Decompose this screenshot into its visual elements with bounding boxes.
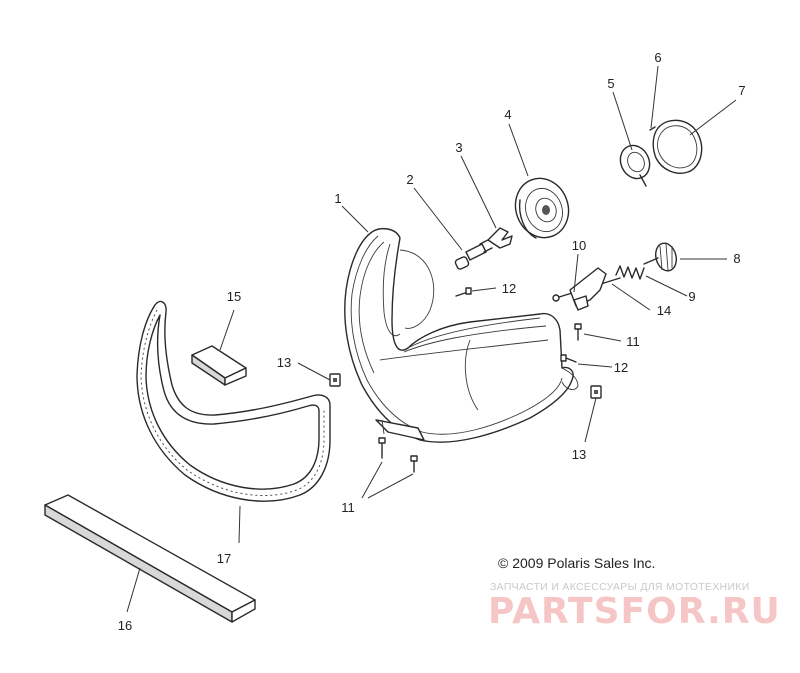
callout-6: 6 — [654, 50, 661, 65]
callout-13-left: 13 — [277, 355, 291, 370]
callout-8: 8 — [733, 251, 740, 266]
part-12-screw-lower — [560, 354, 577, 363]
callout-1: 1 — [334, 191, 341, 206]
callout-labels: 1 2 3 4 5 6 7 8 9 10 11 11 12 12 13 13 1… — [118, 50, 746, 633]
watermark-subtitle: ЗАПЧАСТИ И АКСЕССУАРЫ ДЛЯ МОТОТЕХНИКИ — [490, 581, 750, 593]
part-1-headlight-housing — [344, 227, 579, 443]
part-16-foam-strip — [44, 494, 256, 623]
callout-17: 17 — [217, 551, 231, 566]
part-4-dust-cap — [514, 177, 570, 239]
part-10-bracket — [569, 267, 607, 311]
callout-13-right: 13 — [572, 447, 586, 462]
callout-10: 10 — [572, 238, 586, 253]
callout-5: 5 — [607, 76, 614, 91]
callout-4: 4 — [504, 107, 511, 122]
part-7-gasket-ring — [652, 119, 703, 174]
callout-14: 14 — [657, 303, 671, 318]
part-3-retaining-clip — [487, 227, 513, 249]
part-13-clip-left — [329, 373, 341, 387]
part-2-bulb — [454, 239, 493, 270]
callout-16: 16 — [118, 618, 132, 633]
watermark-logo: PARTSFOR.RU — [488, 591, 781, 632]
callout-11-left: 11 — [341, 500, 355, 515]
leader-lines — [126, 65, 737, 613]
part-9-spring — [615, 265, 645, 280]
callout-11-right: 11 — [626, 334, 640, 349]
part-11-screw-mid — [410, 455, 418, 473]
part-6-pin — [649, 126, 656, 131]
part-8-adjuster-knob — [643, 242, 678, 272]
part-5-lamp-cap — [619, 144, 651, 187]
part-17-seal-gasket — [136, 300, 331, 502]
callout-3: 3 — [455, 140, 462, 155]
part-11-screw-right — [574, 323, 582, 341]
callout-12-upper: 12 — [502, 281, 516, 296]
part-13-clip-right — [590, 385, 602, 399]
callout-15: 15 — [227, 289, 241, 304]
part-12-screw-upper — [455, 287, 472, 297]
callout-12-lower: 12 — [614, 360, 628, 375]
part-15-foam-block — [191, 345, 247, 386]
part-11-screw-left — [378, 437, 386, 459]
callout-2: 2 — [406, 172, 413, 187]
callout-7: 7 — [738, 83, 745, 98]
copyright-text: © 2009 Polaris Sales Inc. — [498, 555, 655, 571]
callout-9: 9 — [688, 289, 695, 304]
